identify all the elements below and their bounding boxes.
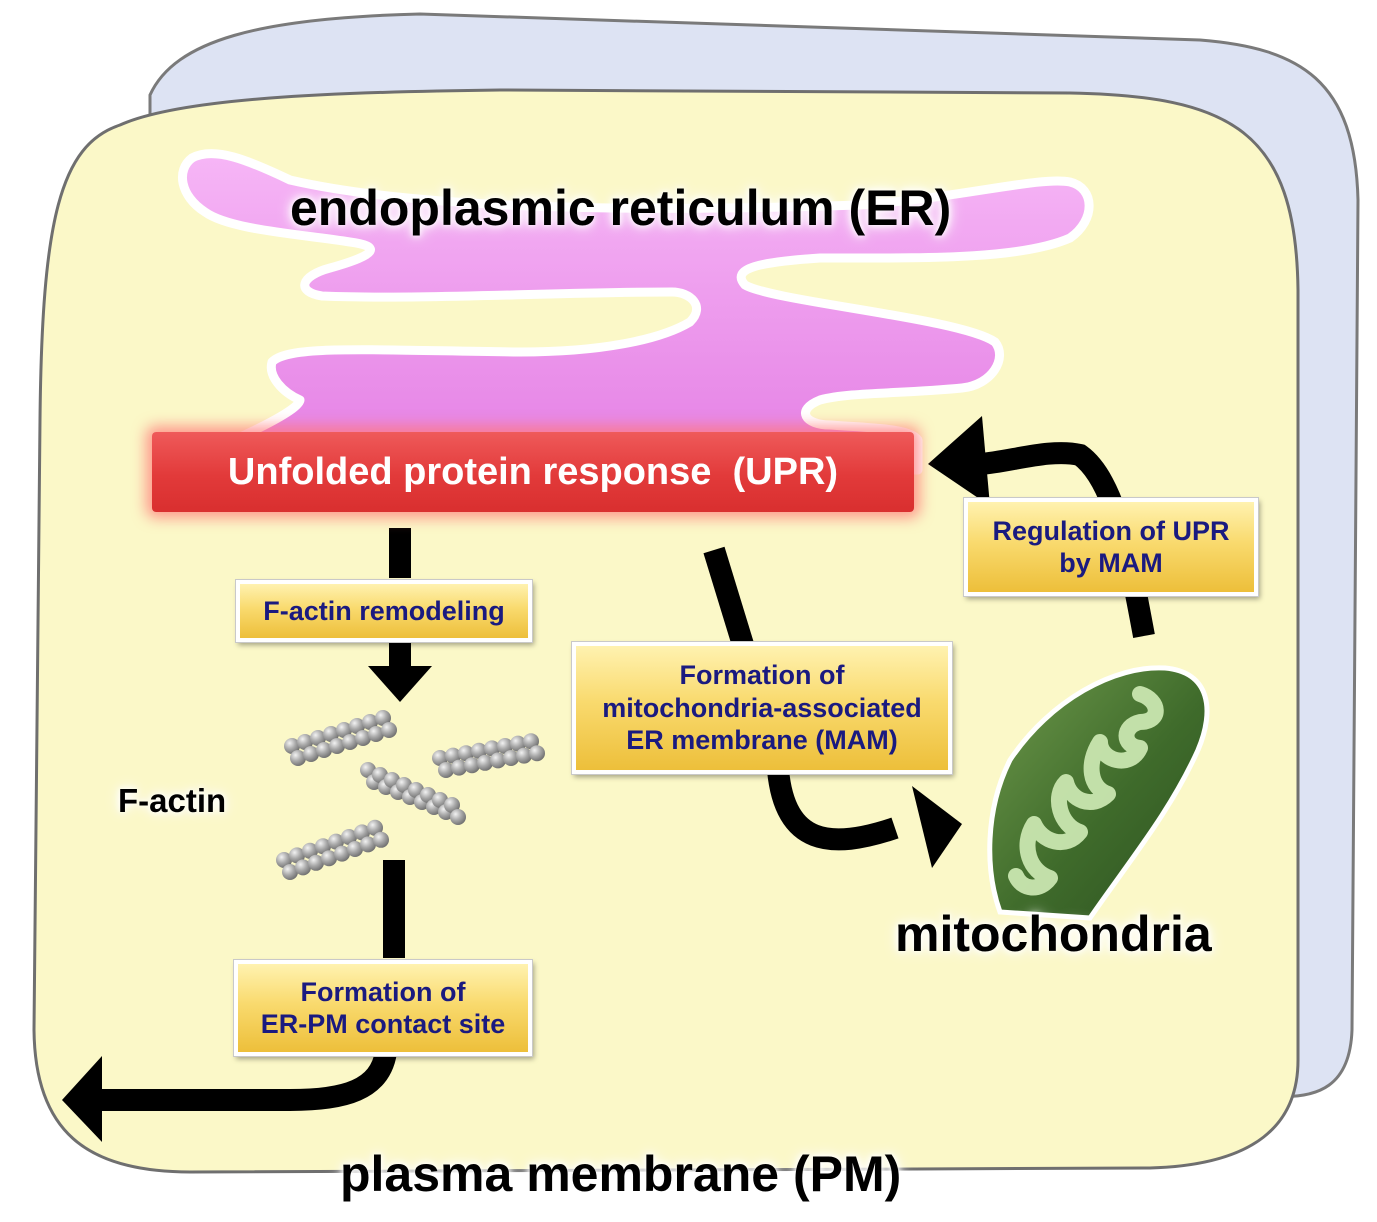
actin-bead	[341, 829, 357, 845]
actin-bead	[334, 845, 350, 862]
actin-bead	[458, 745, 474, 762]
erpm-formation-line-1: Formation of	[300, 976, 466, 1007]
actin-bead	[438, 762, 454, 778]
actin-bead	[516, 747, 532, 764]
actin-bead	[444, 797, 460, 813]
mam-formation-line-2: mitochondria-associated	[602, 692, 922, 723]
actin-bead	[302, 842, 318, 859]
actin-bead	[367, 819, 383, 836]
actin-bead	[349, 718, 365, 734]
factin-remodeling-box: F-actin remodeling	[235, 579, 533, 643]
mitochondria-label: mitochondria	[895, 906, 1212, 962]
actin-bead	[329, 738, 345, 754]
actin-bead	[445, 747, 461, 764]
actin-bead	[432, 792, 448, 808]
upr-box: Unfolded protein response (UPR)	[152, 432, 914, 512]
mitochondrion-cristae	[1008, 686, 1164, 896]
factin-filament	[284, 710, 397, 766]
actin-bead	[384, 772, 400, 788]
actin-bead	[315, 838, 331, 855]
actin-bead	[310, 730, 326, 746]
er-organelle-outline	[155, 149, 1094, 475]
actin-bead	[523, 733, 539, 750]
actin-bead	[432, 750, 448, 766]
mam-formation-line-1: Formation of	[679, 660, 845, 691]
arrow-mam-to-mitochondria	[767, 768, 899, 851]
actin-bead	[497, 738, 513, 754]
actin-bead	[316, 742, 332, 758]
actin-bead	[373, 831, 389, 848]
upr-regulation-line-2: by MAM	[1059, 548, 1163, 578]
er-organelle	[155, 149, 1094, 475]
upr-label: Unfolded protein response (UPR)	[227, 450, 839, 493]
actin-bead	[308, 854, 324, 871]
actin-bead	[471, 742, 487, 759]
actin-bead	[420, 787, 436, 803]
actin-bead	[360, 836, 376, 853]
arrow-upr-to-mam	[703, 546, 755, 652]
actin-bead	[372, 767, 388, 783]
arrowheads	[62, 416, 990, 1142]
actin-bead	[360, 762, 376, 778]
pm-label: plasma membrane (PM)	[340, 1146, 902, 1202]
actin-bead	[282, 864, 298, 880]
arrowhead-pm	[62, 1056, 102, 1142]
actin-bead	[354, 824, 370, 841]
factin-label: F-actin	[118, 782, 227, 819]
actin-bead	[321, 850, 337, 867]
actin-bead	[451, 759, 467, 776]
actin-bead	[408, 782, 424, 798]
actin-bead	[375, 710, 391, 726]
actin-bead	[336, 722, 352, 738]
factin-filament	[276, 819, 389, 880]
mam-formation-line-3: ER membrane (MAM)	[626, 725, 898, 756]
actin-bead	[484, 740, 500, 757]
actin-bead	[284, 738, 300, 754]
actin-bead	[289, 847, 305, 864]
factin-filament	[432, 733, 545, 778]
actin-bead	[297, 734, 313, 750]
actin-bead	[347, 841, 363, 857]
mitochondrion	[987, 665, 1210, 921]
actin-bead	[368, 726, 384, 742]
actin-bead	[303, 746, 319, 762]
actin-bead	[503, 750, 519, 766]
actin-bead	[355, 730, 371, 746]
actin-bead	[510, 735, 526, 752]
erpm-formation-box: Formation of ER-PM contact site	[233, 959, 533, 1057]
actin-bead	[381, 722, 397, 738]
actin-bead	[477, 754, 493, 771]
mam-formation-box: Formation of mitochondria-associated ER …	[571, 641, 953, 775]
erpm-formation-line-2: ER-PM contact site	[260, 1009, 506, 1039]
actin-bead	[323, 726, 339, 742]
arrowhead-mitochondria	[912, 786, 962, 868]
actin-bead	[529, 745, 545, 762]
actin-bead	[464, 757, 480, 774]
upr-regulation-box: Regulation of UPR by MAM	[963, 497, 1259, 597]
arrowhead-upr	[928, 416, 990, 506]
actin-bead	[276, 852, 292, 868]
actin-bead	[295, 859, 311, 876]
actin-bead	[396, 777, 412, 793]
factin-filaments	[276, 710, 545, 880]
factin-remodeling-label: F-actin remodeling	[263, 595, 505, 626]
actin-bead	[342, 734, 358, 750]
factin-filament	[360, 762, 466, 825]
actin-bead	[290, 750, 306, 766]
arrowhead-down	[368, 666, 432, 702]
er-label: endoplasmic reticulum (ER)	[290, 180, 952, 236]
actin-bead	[362, 714, 378, 730]
actin-bead	[490, 752, 506, 769]
arrow-erpm-to-pm	[100, 1049, 397, 1111]
actin-bead	[328, 833, 344, 850]
upr-regulation-line-1: Regulation of UPR	[992, 515, 1230, 546]
actin-bead	[450, 809, 466, 825]
